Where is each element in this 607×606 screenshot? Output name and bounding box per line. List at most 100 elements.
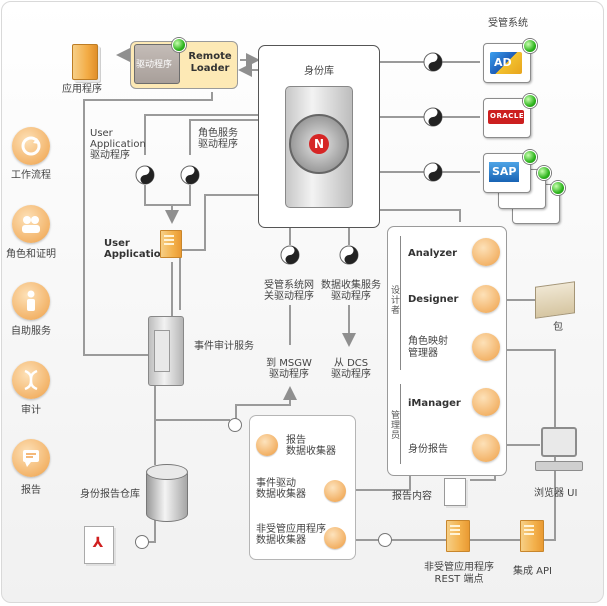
audit-service-label: 事件审计服务 bbox=[194, 341, 254, 352]
role-driver-line2: 驱动程序 bbox=[198, 139, 238, 150]
remote-loader-driver-card bbox=[134, 44, 180, 84]
to-msgw-line2: 驱动程序 bbox=[269, 369, 309, 380]
package-label: 包 bbox=[553, 322, 563, 333]
remote-loader-driver-label: 驱动程序 bbox=[136, 60, 173, 70]
integration-api-icon bbox=[520, 520, 544, 552]
report-collector-icon bbox=[256, 434, 278, 456]
user-application-icon bbox=[160, 230, 182, 258]
msgw-driver-yinyang-icon bbox=[280, 245, 300, 265]
event-collector-line2: 数据收集器 bbox=[256, 489, 306, 500]
applications-label: 应用程序 bbox=[62, 84, 102, 95]
browser-keyboard-icon bbox=[535, 461, 583, 471]
user-app-driver-yinyang-icon bbox=[135, 165, 155, 185]
from-dcs-line2: 驱动程序 bbox=[331, 369, 371, 380]
package-box-icon bbox=[535, 281, 575, 319]
user-app-driver-line1: User bbox=[90, 128, 113, 139]
user-app-driver-line3: 驱动程序 bbox=[90, 150, 130, 161]
pdf-acrobat-icon: ⅄ bbox=[92, 535, 104, 551]
report-collector-line2: 数据收集器 bbox=[286, 446, 336, 457]
roles-attestation-icon bbox=[12, 205, 50, 243]
sap-logo bbox=[489, 162, 519, 182]
pdf-clock-icon bbox=[135, 535, 149, 549]
unmanaged-collector-line1: 非受管应用程序 bbox=[256, 524, 326, 535]
sap-logo-label: SAP bbox=[492, 165, 517, 178]
ad-logo bbox=[490, 52, 522, 74]
reporting-icon bbox=[12, 439, 50, 477]
audit-icon bbox=[12, 361, 50, 399]
sap-3-status-led bbox=[551, 181, 565, 195]
browser-monitor-icon bbox=[541, 427, 577, 457]
rest-endpoint-line2: REST 端点 bbox=[434, 574, 484, 585]
from-dcs-line1: 从 DCS bbox=[333, 358, 369, 369]
sidebar-roles-label: 角色和证明 bbox=[6, 249, 56, 260]
integration-api-label: 集成 API bbox=[513, 566, 552, 577]
self-service-icon bbox=[12, 282, 50, 320]
reporting-repository-label: 身份报告仓库 bbox=[80, 489, 140, 500]
user-app-driver-line2: Application bbox=[90, 139, 146, 150]
repository-cylinder-top bbox=[146, 464, 188, 480]
ad-logo-label: AD bbox=[494, 56, 512, 69]
oracle-logo-label: ORACLE bbox=[490, 112, 525, 120]
designer-icon bbox=[472, 285, 500, 313]
report-collector-line1: 报告 bbox=[286, 435, 306, 446]
to-msgw-line1: 到 MSGW bbox=[266, 358, 312, 369]
dcs-driver-line1: 数据收集服务 bbox=[321, 280, 381, 291]
remote-loader-status-led bbox=[172, 38, 186, 52]
tool-imanager-label: iManager bbox=[408, 398, 461, 409]
ad-status-led bbox=[523, 39, 537, 53]
admin-group-bracket bbox=[400, 384, 407, 464]
user-application-line1: User bbox=[104, 238, 130, 249]
sidebar-self-service-label: 自助服务 bbox=[11, 326, 51, 337]
managed-systems-title: 受管系统 bbox=[488, 18, 528, 29]
sidebar-workflow-label: 工作流程 bbox=[11, 170, 51, 181]
sidebar-reporting-label: 报告 bbox=[21, 485, 41, 496]
sidebar-audit-label: 审计 bbox=[21, 405, 41, 416]
ad-driver-yinyang-icon bbox=[423, 52, 443, 72]
managed-system-oracle: ORACLE bbox=[483, 98, 531, 138]
user-application-line2: Application bbox=[104, 249, 168, 260]
remote-loader-title-line1: Remote bbox=[188, 51, 232, 62]
unmanaged-collector-icon bbox=[324, 527, 346, 549]
tool-role-mapper-line2: 管理器 bbox=[408, 348, 438, 359]
admin-group-label: 管理员 bbox=[389, 410, 399, 440]
tool-role-mapper-line1: 角色映射 bbox=[408, 336, 448, 347]
report-content-icon bbox=[444, 478, 466, 506]
sap-2-status-led bbox=[537, 166, 551, 180]
unmanaged-collector-line2: 数据收集器 bbox=[256, 535, 306, 546]
audit-server-face bbox=[154, 330, 170, 372]
event-collector-icon bbox=[324, 480, 346, 502]
report-content-label: 报告内容 bbox=[392, 491, 432, 502]
browser-ui-label: 浏览器 UI bbox=[534, 488, 578, 499]
dcs-driver-line2: 驱动程序 bbox=[331, 291, 371, 302]
unmanaged-clock-icon bbox=[378, 533, 392, 547]
role-driver-line1: 角色服务 bbox=[198, 128, 238, 139]
applications-icon bbox=[72, 44, 98, 80]
tool-identity-reporting-label: 身份报告 bbox=[408, 444, 448, 455]
msgw-driver-line2: 关驱动程序 bbox=[264, 291, 314, 302]
sap-status-led bbox=[523, 150, 537, 164]
dcs-driver-yinyang-icon bbox=[339, 245, 359, 265]
tool-designer-label: Designer bbox=[408, 294, 459, 305]
rest-endpoint-line1: 非受管应用程序 bbox=[424, 562, 494, 573]
identity-vault-label: 身份库 bbox=[304, 66, 334, 77]
oracle-driver-yinyang-icon bbox=[423, 107, 443, 127]
designer-group-label: 设计者 bbox=[389, 285, 399, 315]
vault-novell-logo-icon: N bbox=[309, 134, 329, 154]
oracle-logo bbox=[488, 110, 524, 124]
report-collector-clock-icon bbox=[228, 418, 242, 432]
workflow-icon bbox=[12, 127, 50, 165]
analyzer-icon bbox=[472, 238, 500, 266]
imanager-icon bbox=[472, 388, 500, 416]
tool-analyzer-label: Analyzer bbox=[408, 248, 458, 259]
managed-system-sap: SAP bbox=[483, 153, 531, 193]
msgw-driver-line1: 受管系统网 bbox=[264, 280, 314, 291]
pdf-document-icon bbox=[84, 526, 114, 564]
event-collector-line1: 事件驱动 bbox=[256, 478, 296, 489]
role-mapper-icon bbox=[472, 333, 500, 361]
rest-endpoint-icon bbox=[446, 520, 470, 552]
role-driver-yinyang-icon bbox=[180, 165, 200, 185]
designer-group-bracket bbox=[400, 236, 407, 370]
oracle-status-led bbox=[523, 94, 537, 108]
managed-system-ad: AD bbox=[483, 43, 531, 83]
